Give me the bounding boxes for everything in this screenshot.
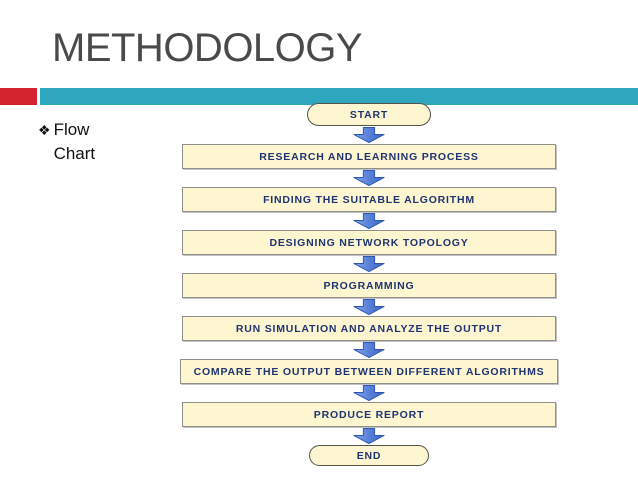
flowchart-node-research: RESEARCH AND LEARNING PROCESS [182,144,556,169]
flowchart-node-compare-output: COMPARE THE OUTPUT BETWEEN DIFFERENT ALG… [180,359,558,384]
down-arrow-icon [353,299,385,315]
down-arrow-icon [353,256,385,272]
bullet-line-2: Chart [53,144,96,163]
red-accent-bar [0,88,37,105]
flowchart-node-produce-report: PRODUCE REPORT [182,402,556,427]
node-label: PRODUCE REPORT [313,408,425,421]
down-arrow-icon [353,342,385,358]
node-label: RESEARCH AND LEARNING PROCESS [259,150,479,163]
flowchart-node-finding-algorithm: FINDING THE SUITABLE ALGORITHM [182,187,556,212]
down-arrow-icon [353,385,385,401]
down-arrow-icon [353,428,385,444]
flowchart-node-programming: PROGRAMMING [182,273,556,298]
node-label: PROGRAMMING [323,279,415,292]
down-arrow-icon [353,213,385,229]
down-arrow-icon [353,127,385,143]
node-label: RUN SIMULATION AND ANALYZE THE OUTPUT [235,322,503,335]
flowchart: START RESEARCH AND LEARNING PROCESS FIND… [180,103,558,466]
bullet-line-1: Flow [53,120,90,139]
flowchart-node-start: START [307,103,431,126]
slide-title: METHODOLOGY [52,26,363,70]
node-label: FINDING THE SUITABLE ALGORITHM [263,193,475,206]
down-arrow-icon [353,170,385,186]
node-label: DESIGNING NETWORK TOPOLOGY [269,236,469,249]
node-label: COMPARE THE OUTPUT BETWEEN DIFFERENT ALG… [193,365,545,378]
diamond-bullet-icon: ❖ [38,122,51,138]
node-label: END [356,449,382,462]
node-label: START [349,108,389,121]
flowchart-node-run-simulation: RUN SIMULATION AND ANALYZE THE OUTPUT [182,316,556,341]
flowchart-node-designing-topology: DESIGNING NETWORK TOPOLOGY [182,230,556,255]
flowchart-node-end: END [309,445,429,466]
teal-accent-bar [40,88,638,105]
